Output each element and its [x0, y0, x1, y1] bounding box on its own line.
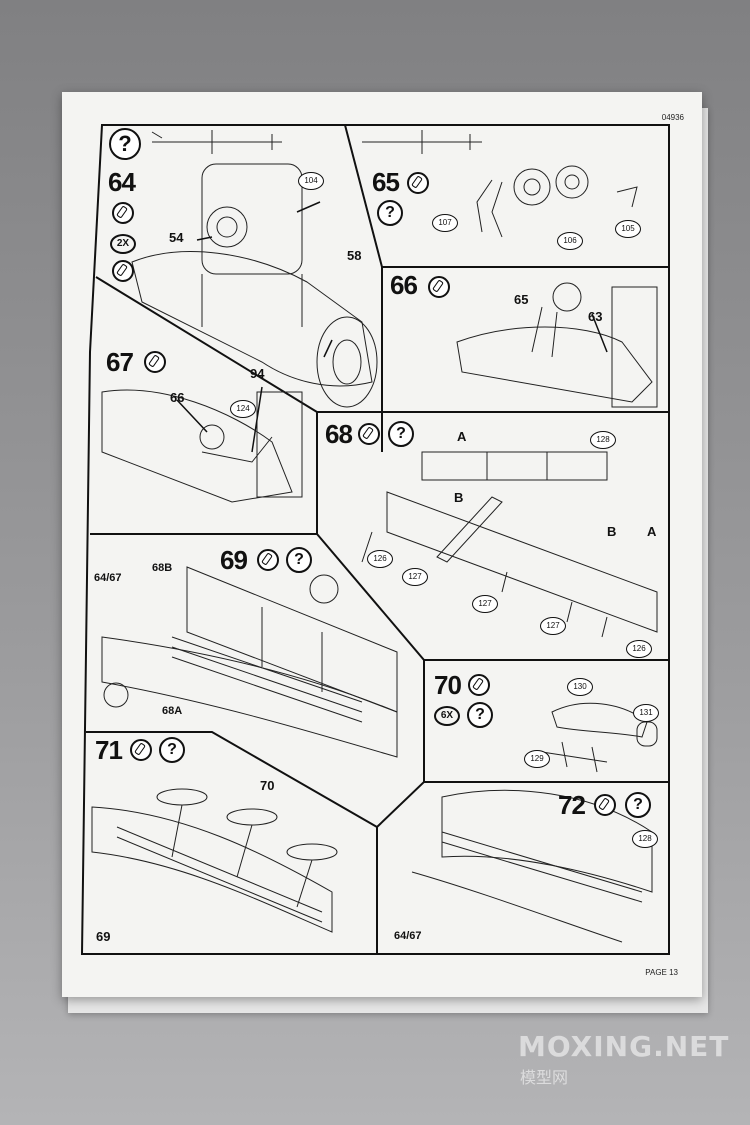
step-number: 72: [558, 790, 586, 820]
part-callout: 128: [590, 431, 616, 449]
part-label: A: [457, 429, 467, 444]
glue-icon: [594, 794, 616, 816]
part-label: 69: [96, 929, 111, 944]
part-label: 70: [260, 778, 275, 793]
part-label: 63: [588, 309, 603, 324]
step-number: 69: [220, 545, 248, 575]
glue-icon: [468, 674, 490, 696]
page-number: PAGE 13: [645, 968, 678, 977]
step-number: 66: [390, 270, 418, 300]
part-label: 64/67: [394, 930, 422, 942]
glue-icon: [112, 202, 134, 224]
part-callout: 130: [567, 678, 593, 696]
step-number: 71: [95, 735, 123, 765]
question-mark-icon: ?: [467, 702, 493, 728]
paint-icon: [112, 260, 134, 282]
instruction-sheet: 04936: [62, 92, 702, 997]
part-callout: 106: [557, 232, 583, 250]
part-label: 64/67: [94, 572, 122, 584]
part-label: B: [607, 524, 617, 539]
glue-icon: [130, 739, 152, 761]
part-callout: 131: [633, 704, 659, 722]
question-mark-icon: ?: [625, 792, 651, 818]
part-label: 68A: [162, 705, 183, 717]
part-callout: 107: [432, 214, 458, 232]
step-number: 67: [106, 347, 134, 377]
part-callout: 105: [615, 220, 641, 238]
part-callout: 126: [626, 640, 652, 658]
watermark-subtext: 模型网: [520, 1068, 569, 1087]
part-label: 68B: [152, 562, 173, 574]
question-mark-icon: ?: [109, 128, 141, 160]
step-number: 68: [325, 419, 353, 449]
watermark-text: MOXING.NET: [518, 1030, 730, 1063]
part-label: 66: [170, 390, 185, 405]
step-number: 64: [108, 167, 136, 197]
part-callout: 128: [632, 830, 658, 848]
document-number: 04936: [661, 113, 684, 122]
quantity-badge: 6X: [434, 706, 460, 726]
glue-icon: [428, 276, 450, 298]
glue-icon: [407, 172, 429, 194]
part-label: 65: [514, 292, 529, 307]
panel-frames: [80, 124, 670, 955]
question-mark-icon: ?: [377, 200, 403, 226]
part-label: 58: [347, 248, 362, 263]
part-callout: 127: [472, 595, 498, 613]
question-mark-icon: ?: [286, 547, 312, 573]
part-label: A: [647, 524, 657, 539]
part-callout: 104: [298, 172, 324, 190]
part-callout: 127: [540, 617, 566, 635]
glue-icon: [257, 549, 279, 571]
part-callout: 126: [367, 550, 393, 568]
part-callout: 127: [402, 568, 428, 586]
question-mark-icon: ?: [388, 421, 414, 447]
part-callout: 129: [524, 750, 550, 768]
glue-icon: [144, 351, 166, 373]
question-mark-icon: ?: [159, 737, 185, 763]
step-number: 70: [434, 670, 462, 700]
part-callout: 124: [230, 400, 256, 418]
quantity-badge: 2X: [110, 234, 136, 254]
part-label: 94: [250, 366, 265, 381]
step-number: 65: [372, 167, 400, 197]
part-label: B: [454, 490, 464, 505]
part-label: 54: [169, 230, 184, 245]
glue-icon: [358, 423, 380, 445]
